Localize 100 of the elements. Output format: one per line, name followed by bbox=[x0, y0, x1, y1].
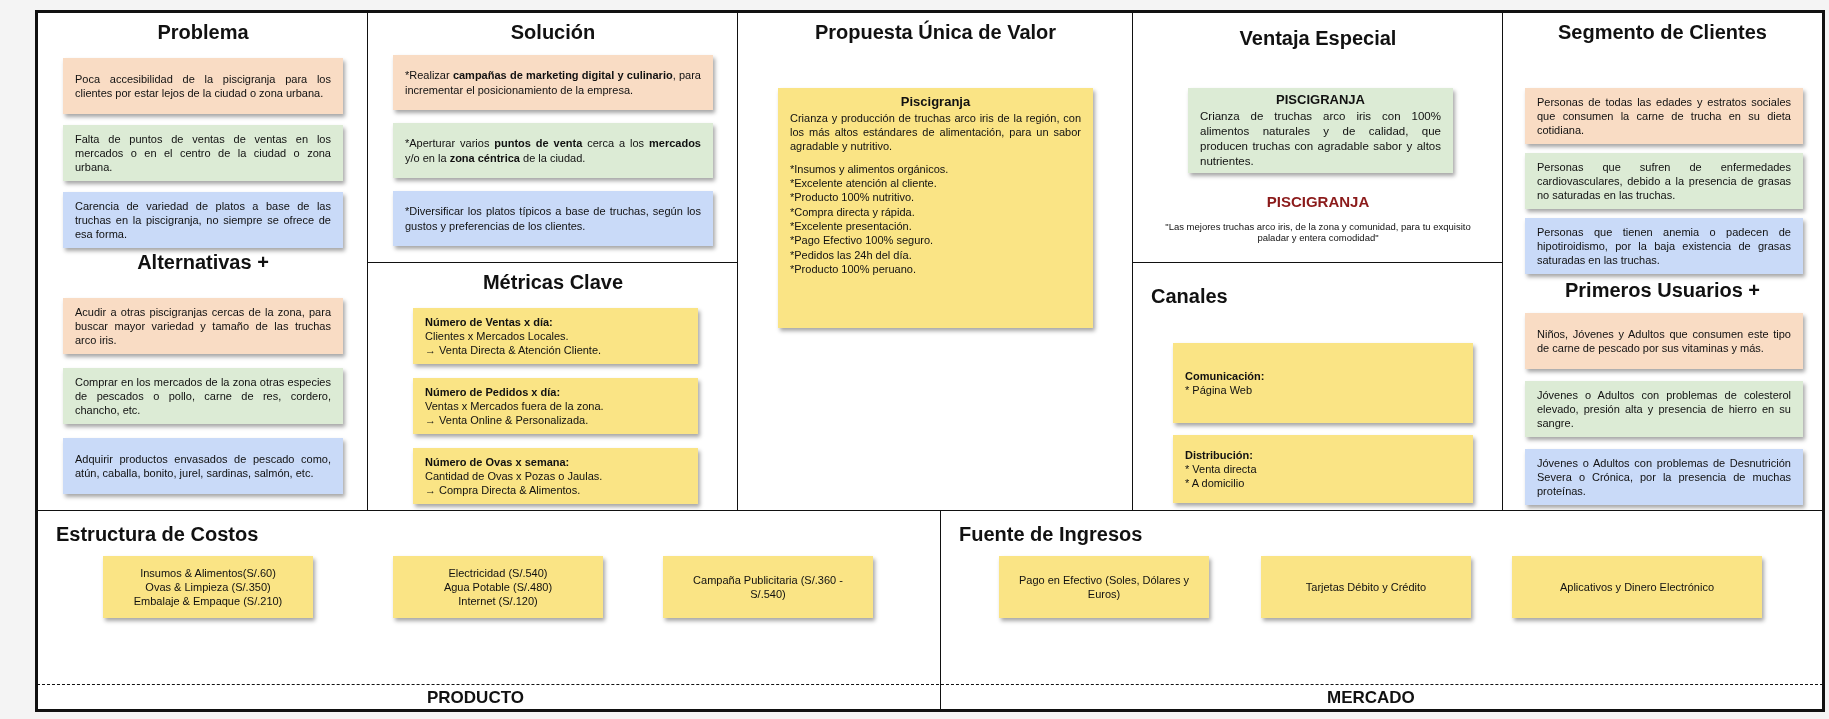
note-text: *Pedidos las 24h del día. bbox=[790, 247, 913, 262]
sticky-note bbox=[413, 448, 698, 504]
note-text: *Diversificar los platos típicos a base de truchas, según los gustos y preferencias de los clientes. bbox=[405, 204, 701, 233]
note-text: *Excelente atención al cliente. bbox=[790, 176, 938, 191]
note-heading: PISCIGRANJA bbox=[1275, 92, 1366, 110]
section-heading: Solución bbox=[509, 21, 597, 44]
note-text: Insumos & Alimentos(S/.60) bbox=[139, 565, 277, 580]
sticky-note bbox=[1512, 556, 1762, 618]
section-heading: Problema bbox=[156, 21, 250, 44]
sticky-note bbox=[1173, 435, 1473, 503]
sticky-note bbox=[63, 298, 343, 354]
note-heading: Distribución: bbox=[1185, 447, 1254, 462]
note-text: *Excelente presentación. bbox=[790, 218, 913, 234]
note-text: Agua Potable (S/.480) bbox=[442, 579, 554, 595]
canvas-section bbox=[940, 510, 1823, 710]
sticky-note bbox=[63, 438, 343, 494]
note-heading: Comunicación: bbox=[1185, 368, 1266, 383]
note-text: Crianza de truchas arco iris con 100% alimentos naturales y de calidad, que producen truchas con agradable sabor y altos nutrientes. bbox=[1200, 109, 1441, 169]
canvas-section bbox=[1502, 12, 1823, 512]
section-heading: Métricas Clave bbox=[481, 271, 625, 294]
canvas-section bbox=[37, 12, 369, 512]
note-text: Clientes x Mercados Locales. bbox=[425, 328, 570, 344]
sticky-note bbox=[663, 556, 873, 618]
note-text: *Realizar campañas de marketing digital y culinario, para incrementar el posicionamiento de la empresa. bbox=[405, 68, 701, 97]
note-text: * Página Web bbox=[1185, 383, 1254, 398]
sticky-note bbox=[1525, 153, 1803, 209]
section-heading: Primeros Usuarios + bbox=[1563, 279, 1762, 302]
sticky-note bbox=[999, 556, 1209, 618]
note-text: Ovas & Limpieza (S/.350) bbox=[144, 579, 272, 595]
sticky-note bbox=[1525, 88, 1803, 144]
note-heading: Piscigranja bbox=[899, 94, 972, 111]
sticky-note bbox=[1525, 218, 1803, 274]
sticky-note bbox=[103, 556, 313, 618]
sticky-note bbox=[63, 368, 343, 424]
note-text: Poca accesibilidad de la piscigranja para los clientes por estar lejos de la ciudad o zona urbana. bbox=[75, 71, 331, 101]
note-text: Carencia de variedad de platos a base de las truchas en la piscigranja, no siempre se ofrece de esa forma. bbox=[75, 198, 331, 242]
note-text: * A domicilio bbox=[1185, 476, 1246, 491]
slogan-text: "Las mejores truchas arco iris, de la zona y comunidad, para tu exquisito paladar y entera comodidad" bbox=[1164, 221, 1472, 243]
section-heading: Ventaja Especial bbox=[1238, 27, 1398, 50]
sticky-note bbox=[1173, 343, 1473, 423]
section-heading: Estructura de Costos bbox=[56, 523, 259, 546]
canvas-section bbox=[1132, 12, 1504, 264]
note-text: Personas que tienen anemia o padecen de hipotiroidismo, por la baja existencia de grasas saturadas en las truchas. bbox=[1537, 224, 1791, 268]
note-text: *Compra directa y rápida. bbox=[790, 204, 916, 219]
note-heading: Número de Ventas x día: bbox=[425, 314, 554, 329]
sticky-note bbox=[393, 123, 713, 178]
canvas-section bbox=[37, 510, 942, 710]
sticky-note bbox=[1261, 556, 1471, 618]
note-text: Aplicativos y Dinero Electrónico bbox=[1558, 579, 1716, 595]
note-heading: Número de Ovas x semana: bbox=[425, 454, 571, 469]
sticky-note bbox=[413, 308, 698, 364]
note-text: → Compra Directa & Alimentos. bbox=[425, 483, 582, 498]
sticky-note bbox=[393, 191, 713, 246]
sticky-note bbox=[1525, 449, 1803, 505]
note-text: * Venta directa bbox=[1185, 461, 1258, 477]
sticky-note bbox=[1525, 381, 1803, 437]
note-text: Personas que sufren de enfermedades cardiovasculares, debido a la presencia de grasas no saturadas en las truchas. bbox=[1537, 159, 1791, 203]
canvas-section bbox=[1132, 262, 1504, 512]
section-heading: Alternativas + bbox=[136, 251, 270, 274]
canvas-section bbox=[737, 12, 1134, 512]
sticky-note bbox=[1525, 313, 1803, 369]
note-text: Jóvenes o Adultos con problemas de colesterol elevado, presión alta y presencia de hierro en su sangre. bbox=[1537, 387, 1791, 431]
note-text: Jóvenes o Adultos con problemas de Desnutrición Severa o Crónica, por la presencia de muchas proteínas. bbox=[1537, 455, 1791, 499]
note-text: Tarjetas Débito y Crédito bbox=[1304, 579, 1428, 595]
section-heading: Fuente de Ingresos bbox=[959, 523, 1143, 546]
sticky-note bbox=[393, 556, 603, 618]
note-text: Adquirir productos envasados de pescado como, atún, caballa, bonito, jurel, sardinas, salmón, etc. bbox=[75, 451, 331, 481]
highlight-heading: PISCIGRANJA bbox=[1265, 193, 1371, 210]
note-text: Campaña Publicitaria (S/.360 - S/.540) bbox=[692, 572, 844, 602]
note-text: Pago en Efectivo (Soles, Dólares y Euros) bbox=[1018, 572, 1190, 602]
section-heading: Canales bbox=[1151, 285, 1228, 308]
note-text: Ventas x Mercados fuera de la zona. bbox=[425, 398, 605, 414]
note-text: Crianza y producción de truchas arco iris de la región, con los más altos estándares de alimentación, para un sabor agradable y nutritivo. bbox=[790, 110, 1081, 154]
sticky-note bbox=[63, 192, 343, 248]
note-heading: Número de Pedidos x día: bbox=[425, 384, 562, 399]
sticky-note bbox=[1188, 88, 1453, 173]
note-text: *Insumos y alimentos orgánicos. bbox=[790, 161, 950, 177]
canvas-section bbox=[367, 262, 739, 512]
note-text: Falta de puntos de ventas de ventas en los mercados o en el centro de la ciudad o zona urbana. bbox=[75, 131, 331, 175]
footer-label: MERCADO bbox=[1327, 688, 1415, 708]
note-text: Comprar en los mercados de la zona otras especies de pescados o pollo, carne de res, cordero, chancho, etc. bbox=[75, 374, 331, 418]
note-text: *Producto 100% nutritivo. bbox=[790, 190, 916, 205]
sticky-note bbox=[778, 88, 1093, 328]
sticky-note bbox=[63, 125, 343, 181]
note-text: → Venta Directa & Atención Cliente. bbox=[425, 343, 603, 358]
canvas-section bbox=[367, 12, 739, 264]
note-text: Niños, Jóvenes y Adultos que consumen este tipo de carne de pescado por sus vitaminas y más. bbox=[1537, 326, 1791, 356]
note-text: Personas de todas las edades y estratos sociales que consumen la carne de trucha en su dieta cotidiana. bbox=[1537, 94, 1791, 138]
note-text: Embalaje & Empaque (S/.210) bbox=[132, 594, 284, 609]
note-text: *Aperturar varios puntos de venta cerca a los mercados y/o en la zona céntrica de la ciudad. bbox=[405, 136, 701, 165]
section-heading: Segmento de Clientes bbox=[1557, 21, 1768, 44]
section-heading: Propuesta Única de Valor bbox=[813, 21, 1058, 44]
sticky-note bbox=[63, 58, 343, 114]
note-text: *Pago Efectivo 100% seguro. bbox=[790, 233, 935, 248]
note-text: Acudir a otras piscigranjas cercas de la zona, para buscar mayor variedad y tamaño de las truchas arco iris. bbox=[75, 304, 331, 348]
note-text: Internet (S/.120) bbox=[457, 594, 539, 609]
note-text: Electricidad (S/.540) bbox=[447, 565, 549, 580]
sticky-note bbox=[393, 55, 713, 110]
note-text: → Venta Online & Personalizada. bbox=[425, 413, 590, 428]
sticky-note bbox=[413, 378, 698, 434]
